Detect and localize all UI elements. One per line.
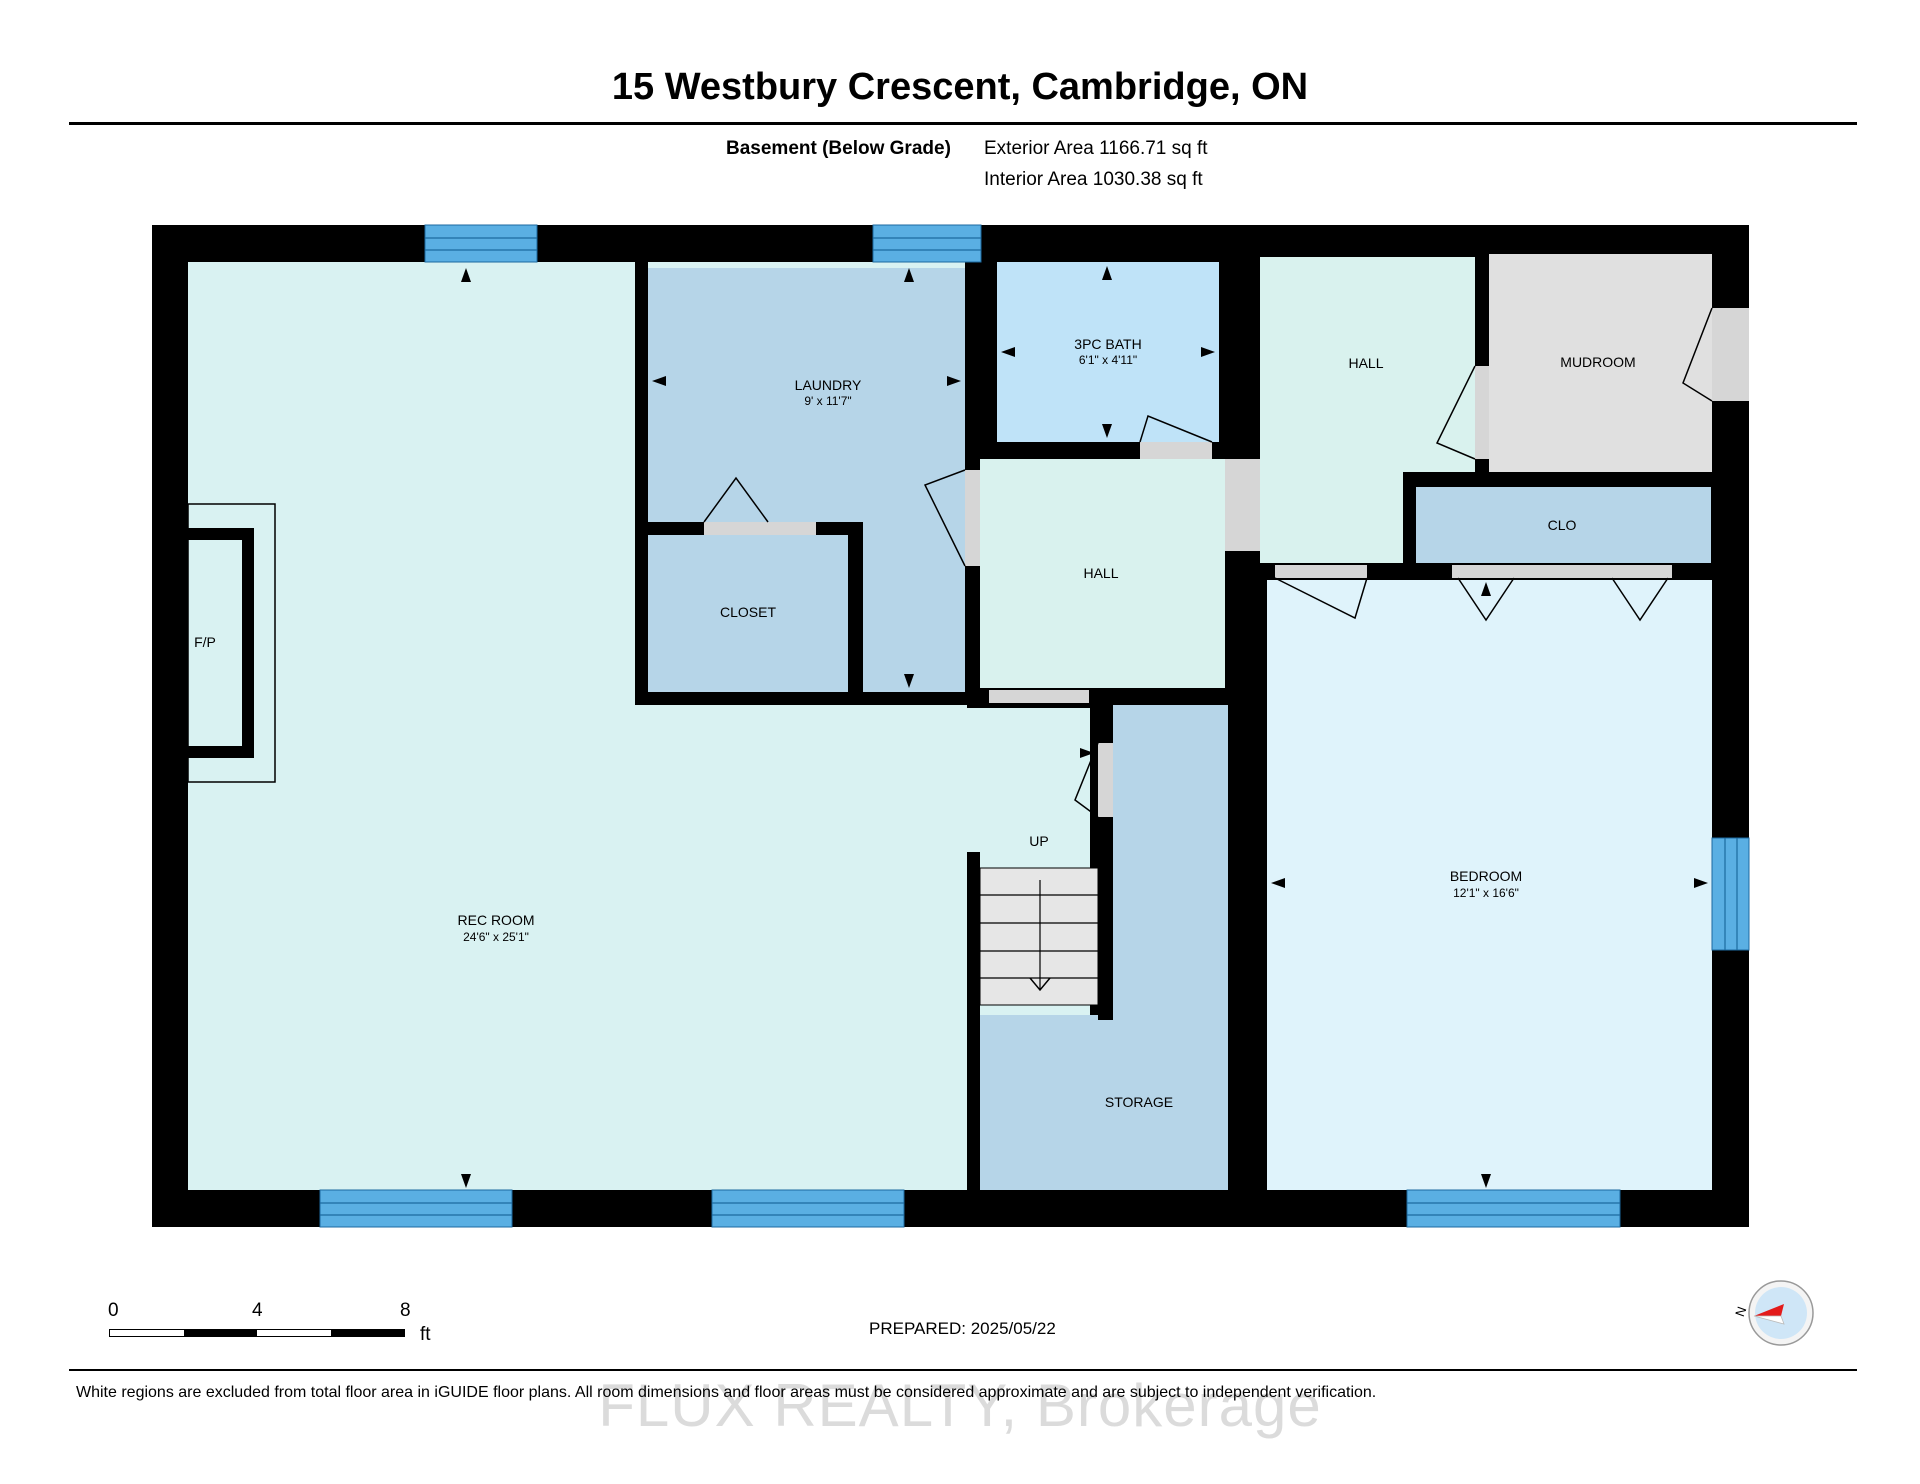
opening-bath[interactable]	[1140, 442, 1212, 459]
rec-room-dims: 24'6" x 25'1"	[463, 930, 529, 944]
page-title: 15 Westbury Crescent, Cambridge, ON	[611, 66, 1309, 108]
stairs-label: UP	[1029, 833, 1048, 849]
scale-segments	[109, 1329, 405, 1337]
wall-mudroom-bottom	[1403, 472, 1712, 487]
opening-hall-east[interactable]	[1225, 459, 1260, 551]
mudroom-floor	[1489, 254, 1712, 472]
bath-dims: 6'1" x 4'11"	[1079, 353, 1137, 367]
wall-bath-right	[1219, 262, 1260, 459]
window-bedroom-bottom	[1406, 1189, 1621, 1228]
door-openings	[704, 308, 1749, 817]
level-label: Basement (Below Grade)	[726, 138, 951, 159]
opening-hall-bedroom[interactable]	[1275, 565, 1367, 578]
window-rec-bottom-right	[711, 1189, 905, 1228]
compass: N	[1720, 1276, 1820, 1348]
wall-clo-left	[1403, 472, 1416, 563]
bedroom-dims: 12'1" x 16'6"	[1453, 886, 1519, 900]
opening-closet[interactable]	[704, 522, 816, 535]
scale-unit: ft	[420, 1324, 431, 1345]
window-laundry-top	[872, 224, 982, 263]
opening-exterior[interactable]	[1712, 308, 1749, 401]
mudroom-label: MUDROOM	[1560, 354, 1635, 370]
storage-label: STORAGE	[1105, 1094, 1173, 1110]
stairs[interactable]	[979, 867, 1099, 1006]
scale-label-0: 0	[108, 1300, 119, 1321]
window-rec-bottom-left	[319, 1189, 513, 1228]
windows	[319, 224, 1750, 1228]
exterior-area: Exterior Area 1166.71 sq ft	[984, 138, 1208, 159]
fireplace	[188, 528, 254, 758]
watermark: FLUX REALTY, Brokerage	[598, 1372, 1322, 1439]
stair-treads	[980, 880, 1098, 990]
disclaimer: White regions are excluded from total fl…	[76, 1384, 1377, 1401]
bedroom-floor	[1267, 580, 1712, 1190]
fireplace-label: F/P	[194, 634, 216, 650]
fireplace-hearth	[187, 503, 276, 783]
interior-area: Interior Area 1030.38 sq ft	[984, 169, 1203, 190]
rec-room-floor-lower	[188, 708, 1090, 1190]
wall-closet-right	[848, 522, 863, 692]
bath-floor	[997, 262, 1219, 442]
hall-center-label: HALL	[1083, 565, 1118, 581]
window-rec-top	[424, 224, 538, 263]
laundry-dims: 9' x 11'7"	[804, 394, 851, 408]
hall-center-floor	[980, 459, 1225, 688]
stair-arrow-icon	[1029, 977, 1051, 992]
opening-laundry-hall[interactable]	[965, 470, 980, 566]
hall-top-label: HALL	[1348, 355, 1383, 371]
header-rule	[69, 122, 1857, 125]
clo-floor	[1416, 487, 1711, 563]
scale-bar: 0 4 8 ft	[108, 1300, 448, 1350]
opening-mudroom[interactable]	[1475, 366, 1489, 459]
opening-storage[interactable]	[1098, 743, 1113, 817]
storage-floor-lower	[980, 1015, 1228, 1190]
wall-storage-right	[1228, 703, 1267, 1190]
footer-rule	[69, 1369, 1857, 1371]
rec-room-label: REC ROOM	[458, 912, 535, 928]
laundry-label: LAUNDRY	[795, 377, 862, 393]
closet-floor	[648, 535, 848, 692]
clo-label: CLO	[1548, 517, 1577, 533]
opening-hall-bottom[interactable]	[989, 690, 1089, 703]
scale-label-4: 4	[252, 1300, 263, 1321]
bath-label: 3PC BATH	[1074, 336, 1141, 352]
closet-label: CLOSET	[720, 604, 776, 620]
window-mullions	[320, 237, 1738, 1216]
opening-clo[interactable]	[1452, 565, 1672, 578]
prepared-date: PREPARED: 2025/05/22	[869, 1319, 1056, 1338]
compass-icon	[1748, 1280, 1814, 1346]
bedroom-label: BEDROOM	[1450, 868, 1522, 884]
scale-label-8: 8	[400, 1300, 411, 1321]
wall-stairs-left	[967, 852, 980, 1190]
wall-laundry-left	[635, 262, 648, 705]
dimension-arrows	[461, 266, 1708, 1188]
wall-laundry-bottom	[635, 692, 987, 705]
window-bedroom-right	[1711, 837, 1750, 951]
door-swings	[703, 307, 1713, 818]
